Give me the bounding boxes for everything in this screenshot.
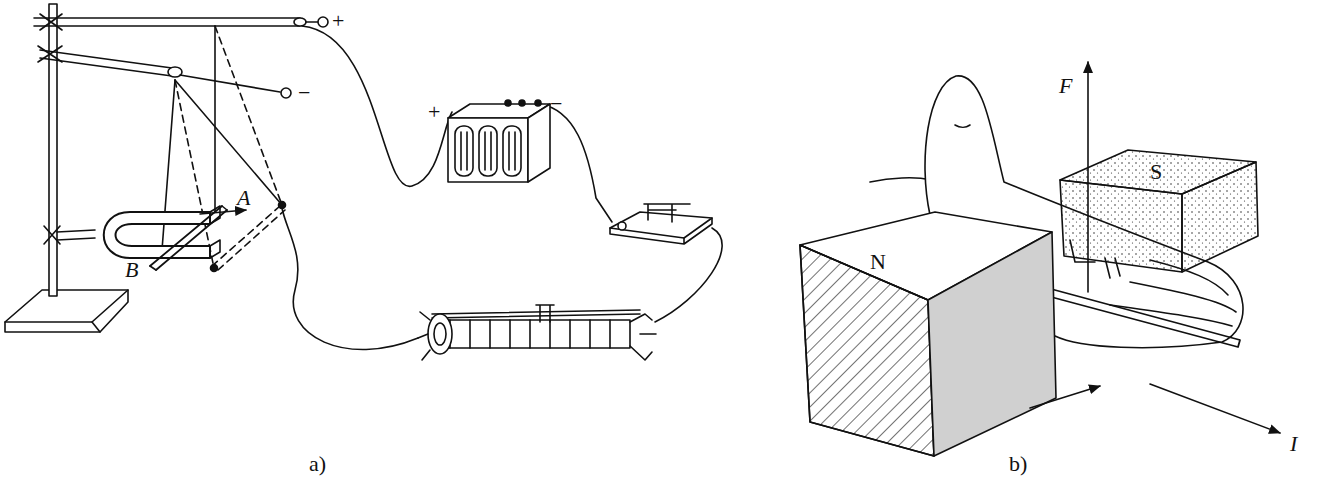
conductor-rod <box>150 206 227 270</box>
pole-label: S <box>1150 161 1162 183</box>
stand-rod <box>49 4 57 296</box>
panel-label: a) <box>309 453 326 475</box>
joint-dot <box>211 265 218 272</box>
force-arrow <box>200 210 246 214</box>
terminal-sign: − <box>298 82 310 104</box>
displaced-rod <box>212 206 285 270</box>
lower-arm <box>38 46 291 98</box>
s-pole <box>1060 150 1258 272</box>
magnet-clamp <box>44 226 95 244</box>
battery <box>448 100 550 182</box>
current-label: I <box>1290 433 1297 455</box>
wire <box>302 26 452 186</box>
field-arrow <box>1030 386 1100 408</box>
current-arrow <box>1150 384 1280 433</box>
suspension-wires <box>162 26 282 268</box>
terminal <box>281 88 291 98</box>
knife-switch <box>610 204 712 244</box>
panel-label: b) <box>1009 453 1027 475</box>
stand-base <box>5 290 128 332</box>
wire <box>282 208 418 350</box>
rheostat <box>418 305 656 360</box>
terminal-sign: + <box>332 10 344 32</box>
battery-sign: − <box>550 93 562 115</box>
pole-label: N <box>870 251 886 273</box>
upper-arm <box>34 14 328 30</box>
point-label: B <box>125 259 138 281</box>
u-magnet <box>104 212 210 258</box>
n-pole <box>800 212 1056 456</box>
point-label: A <box>237 187 250 209</box>
terminal <box>318 17 328 27</box>
conductor-rod <box>1040 286 1240 347</box>
force-label: F <box>1059 75 1072 97</box>
battery-sign: + <box>428 101 440 123</box>
force-arrow <box>1087 62 1089 292</box>
conductor-rod <box>150 206 227 270</box>
